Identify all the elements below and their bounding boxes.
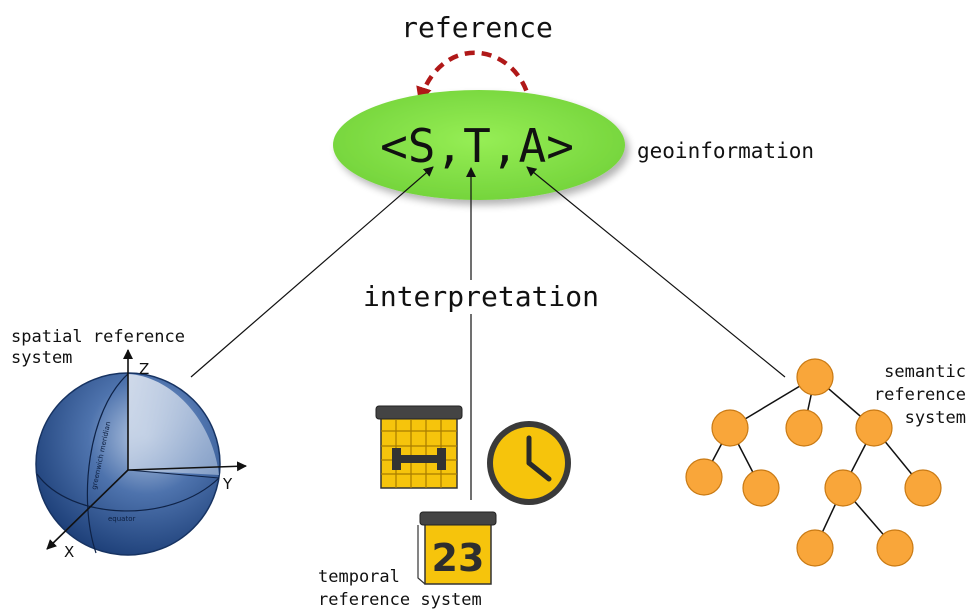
x-axis — [46, 469, 129, 550]
tree-node — [785, 409, 823, 447]
equator-label: equator — [108, 515, 136, 523]
y-axis — [127, 461, 247, 472]
tree-node — [711, 409, 749, 447]
tree-node — [855, 409, 893, 447]
interpretation-label-bg — [360, 280, 600, 314]
clock-icon — [487, 421, 571, 505]
tree-node-root — [796, 358, 834, 396]
x-axis-label: X — [64, 543, 74, 561]
temporal-label-line1: temporal — [318, 567, 400, 587]
sta-tuple-label: <S,T,A> — [380, 119, 574, 173]
interpretation-label: interpretation — [363, 280, 599, 313]
tree-node — [904, 469, 942, 507]
semantic-label-line2: reference — [874, 385, 966, 405]
spatial-label-line2: system — [11, 348, 72, 368]
reference-title: reference — [401, 11, 553, 44]
tree-node — [685, 458, 723, 496]
semantic-label-line1: semantic — [884, 362, 966, 382]
tree-node — [876, 529, 914, 567]
z-axis-label: Z — [139, 360, 149, 378]
tree-node — [796, 529, 834, 567]
spatial-label-line1: spatial reference — [11, 327, 185, 347]
semantic-label-line3: system — [905, 408, 966, 428]
tree-node — [824, 469, 862, 507]
calendar-day-number: 23 — [432, 536, 485, 580]
spatial-interpretation-arrow — [190, 166, 434, 378]
temporal-label-line2: reference system — [318, 590, 482, 610]
y-axis-label: Y — [222, 475, 233, 493]
semantic-interpretation-arrow — [526, 166, 786, 378]
geoinformation-ellipse — [333, 90, 625, 200]
geoinformation-label: geoinformation — [637, 139, 814, 163]
day-calendar-icon: 23 — [417, 511, 497, 585]
calendar-grid-icon — [375, 405, 463, 489]
tree-node — [742, 469, 780, 507]
semantic-tree-nodes — [685, 358, 942, 567]
